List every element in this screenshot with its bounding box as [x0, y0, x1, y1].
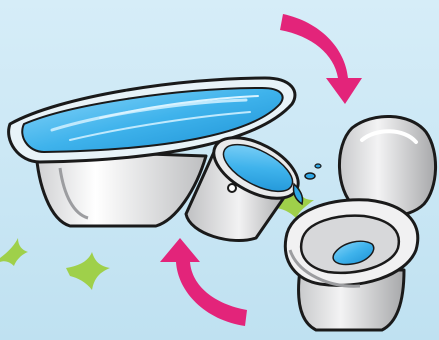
- illustration-canvas: [0, 0, 439, 340]
- water-reuse-illustration: [0, 0, 439, 340]
